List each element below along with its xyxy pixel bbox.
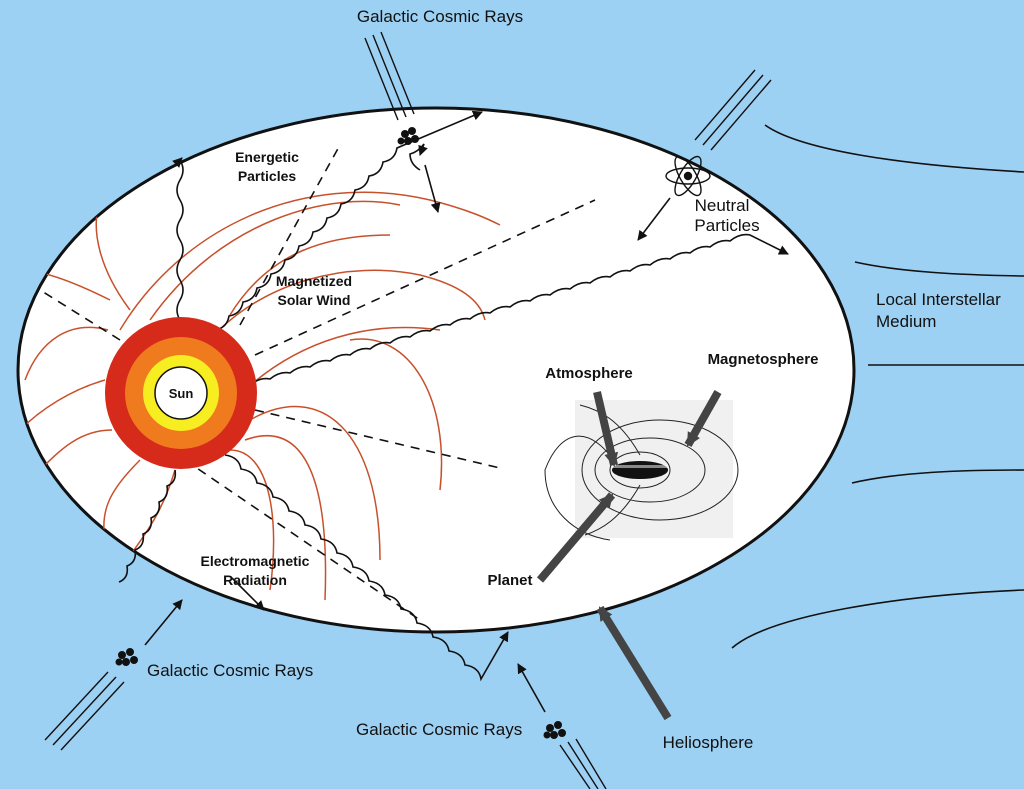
cosmic-ray-cluster-icon [115,648,138,666]
cosmic-ray-cluster-icon [543,721,566,739]
cosmic-ray-streaks [44,31,772,789]
cosmic-ray-cluster-icon [397,127,419,145]
label-energetic-1: Energetic [235,149,299,165]
label-magnetosphere: Magnetosphere [708,351,819,368]
label-em-1: Electromagnetic [201,553,310,569]
magnetosphere-pointer [684,390,722,447]
interstellar-flow-lines [731,124,1024,649]
label-gcr-bottom-left: Galactic Cosmic Rays [147,661,313,680]
sun [105,317,257,469]
label-lism-2: Medium [876,312,936,331]
cosmic-ray-entry-arrow [424,164,441,213]
label-neutral-1: Neutral [695,196,750,215]
heliosphere-pointer [596,605,672,721]
neutral-particle-arrow [637,197,671,241]
label-atmosphere: Atmosphere [545,365,633,382]
label-solar-wind-1: Magnetized [276,273,352,289]
gcr-bottom-arrow [517,663,546,713]
label-gcr-top: Galactic Cosmic Rays [357,7,523,26]
atom-icon [665,155,711,197]
label-sun: Sun [169,386,194,401]
pointer-arrows [536,390,722,721]
label-planet: Planet [487,572,532,589]
planet-pointer [536,492,616,583]
particle-arrows [144,164,671,713]
label-lism-1: Local Interstellar [876,290,1001,309]
gcr-left-arrow [144,599,183,646]
solar-wind-dashed-lines [39,144,596,621]
label-solar-wind-2: Solar Wind [278,292,351,308]
label-energetic-2: Particles [238,168,297,184]
label-em-2: Radiation [223,572,287,588]
label-neutral-2: Particles [694,216,759,235]
radiation-paths [118,110,789,682]
atmosphere-pointer [593,391,619,467]
label-heliosphere: Heliosphere [663,733,754,752]
em-radiation-arrow [231,577,265,611]
label-gcr-bottom-center: Galactic Cosmic Rays [356,720,522,739]
